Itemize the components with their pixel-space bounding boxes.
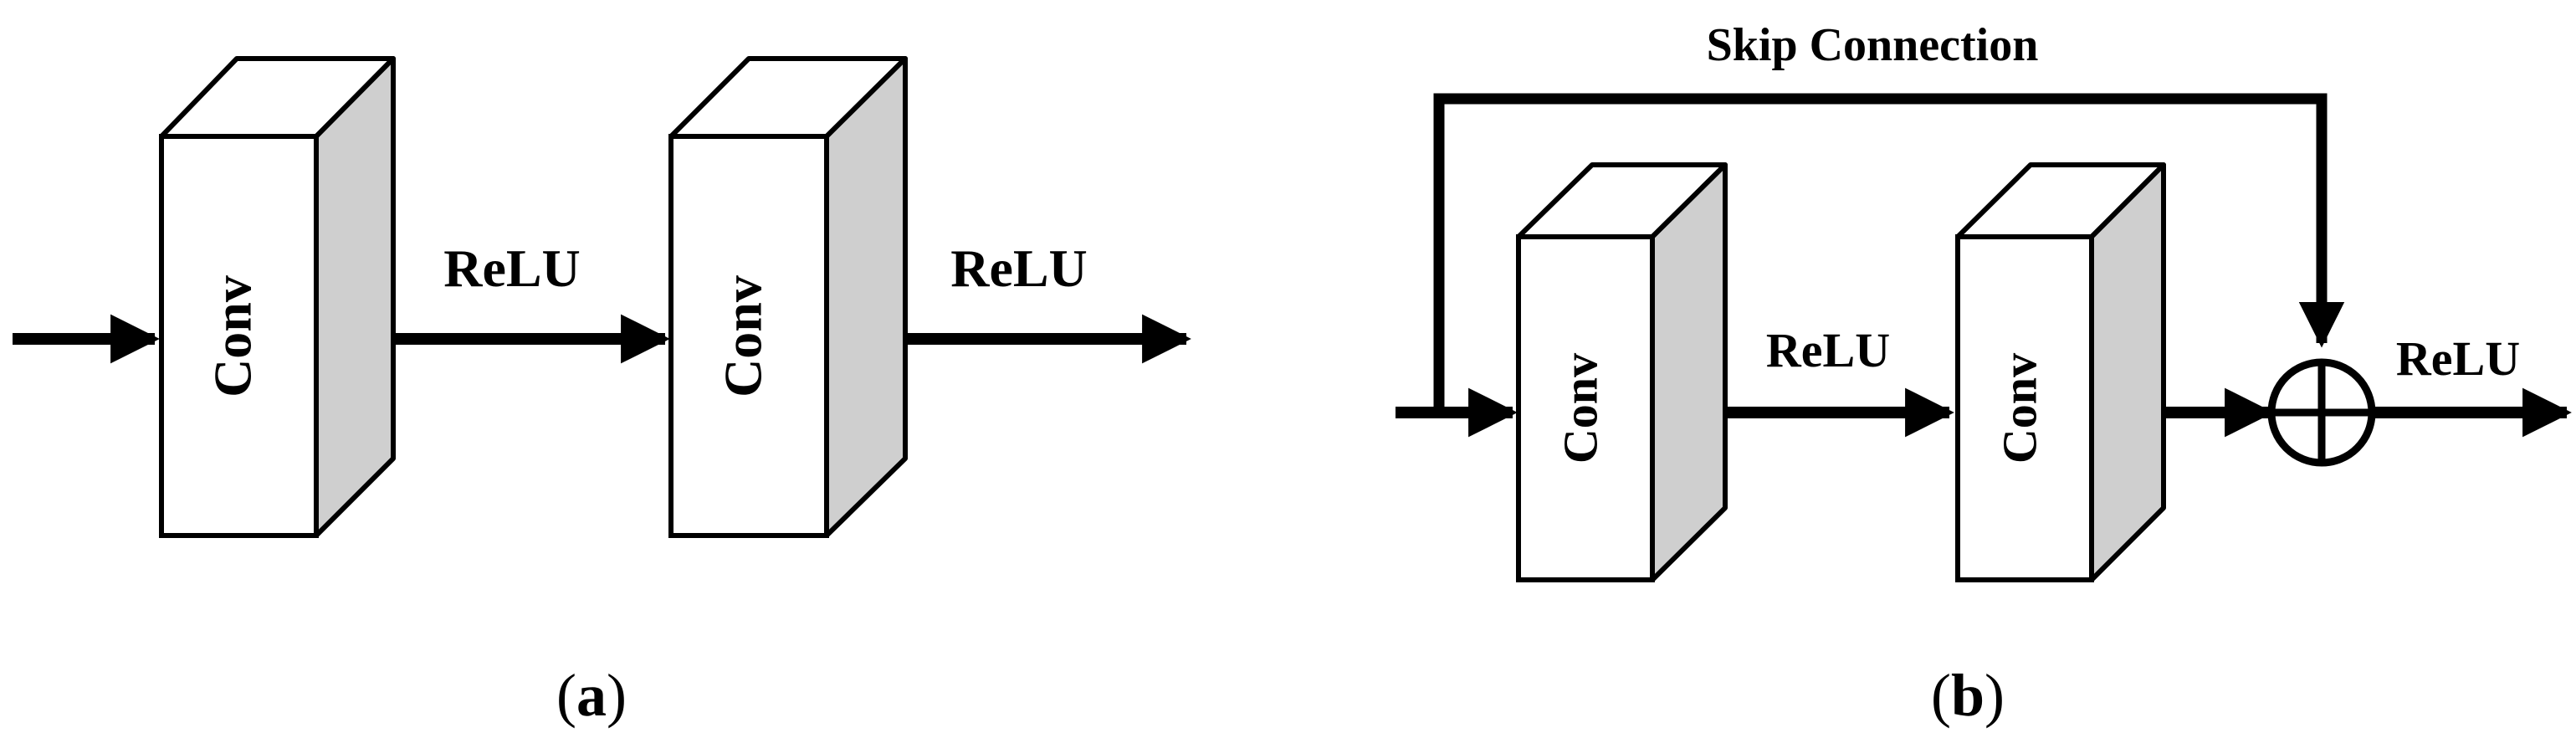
conv-block-side-face (2089, 162, 2166, 582)
adder-plus-icon (2267, 358, 2376, 467)
relu-label-1: ReLU (1766, 323, 1890, 377)
conv-block-side-face (824, 56, 908, 538)
panel-b-residual-block: Skip Connection Conv ReLU Conv (1396, 19, 2572, 729)
conv-label: Conv (203, 275, 263, 397)
panel-a-conv-block-1: Conv (159, 56, 396, 538)
conv-block-front-face (668, 134, 829, 538)
conv-block-side-face (314, 56, 396, 538)
conv-block-front-face (159, 134, 319, 538)
conv-label: Conv (1992, 353, 2046, 464)
panel-b-conv-block-1: Conv (1516, 162, 1728, 582)
caption-close-paren: ) (1984, 662, 2005, 729)
panel-b-caption: (b) (1931, 662, 2005, 729)
conv-block-front-face (1516, 234, 1655, 582)
relu-label-2: ReLU (2396, 331, 2520, 386)
panel-a-plain-block: Conv ReLU Conv ReLU (a) (13, 56, 1191, 729)
panel-b-conv-block-2: Conv (1955, 162, 2166, 582)
conv-label: Conv (714, 275, 773, 397)
skip-connection-label: Skip Connection (1707, 19, 2039, 71)
conv-label: Conv (1553, 353, 1607, 464)
relu-label-2: ReLU (950, 238, 1088, 298)
skip-connection-path (1433, 93, 2345, 413)
panel-a-conv-block-2: Conv (668, 56, 908, 538)
caption-open-paren: ( (556, 662, 576, 729)
relu-label-1: ReLU (443, 238, 581, 298)
caption-letter-a: a (576, 662, 607, 729)
caption-letter-b: b (1951, 662, 1984, 729)
caption-close-paren: ) (607, 662, 627, 729)
caption-open-paren: ( (1931, 662, 1951, 729)
conv-block-side-face (1650, 162, 1728, 582)
conv-block-front-face (1955, 234, 2094, 582)
panel-a-caption: (a) (556, 662, 627, 729)
